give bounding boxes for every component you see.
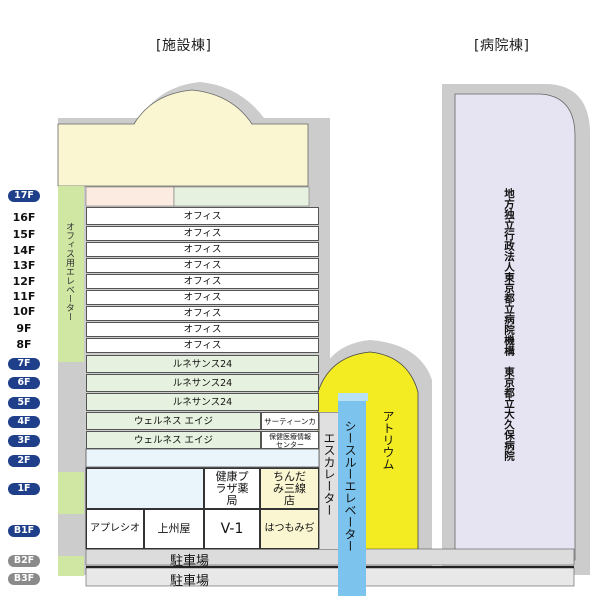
- facility-top: [57, 89, 309, 187]
- floor-6f-pill: 6F: [8, 377, 40, 389]
- floor-4f-pill: 4F: [8, 416, 40, 428]
- shop-joshuya[interactable]: 上州屋: [144, 509, 204, 549]
- wellness-4f[interactable]: ウェルネス エイジ: [86, 412, 261, 430]
- floor-11f-label: 11F: [12, 290, 36, 303]
- parking-b2-band: [85, 548, 575, 566]
- shop-1f-large: [86, 468, 204, 509]
- facility-building-header: [施設棟]: [156, 38, 212, 54]
- office-12f[interactable]: オフィス: [86, 274, 319, 289]
- shop-apuresio[interactable]: アプレシオ: [86, 509, 144, 549]
- office-elevator-shaft: [58, 186, 84, 362]
- see-through-elevator-label: シースルーエレベーター: [343, 420, 357, 552]
- floor-b2f-pill: B2F: [8, 555, 40, 567]
- renaissance-6f[interactable]: ルネサンス24: [86, 374, 319, 392]
- see-through-elevator-shaft: [338, 398, 366, 596]
- floor-14f-label: 14F: [12, 244, 36, 257]
- wellness-3f[interactable]: ウェルネス エイジ: [86, 431, 261, 449]
- floor-2f-strip: [85, 448, 320, 468]
- see-through-elevator-top: [338, 393, 368, 401]
- floor-5f-pill: 5F: [8, 397, 40, 409]
- office-15f[interactable]: オフィス: [86, 226, 319, 241]
- hospital-name-label: 地方独立行政法人東京都立病院機構 東京都立大久保病院: [503, 188, 515, 461]
- floor-15f-label: 15F: [12, 228, 36, 241]
- shop-chindami[interactable]: ちんだみ三線店: [260, 468, 319, 509]
- renaissance-5f[interactable]: ルネサンス24: [86, 393, 319, 411]
- shop-v1[interactable]: V-1: [204, 509, 260, 549]
- floor-17f-pill: 17F: [8, 190, 40, 202]
- floor-8f-label: 8F: [16, 338, 32, 351]
- hospital-building: [454, 93, 576, 561]
- floor-1f-pill: 1F: [8, 483, 40, 495]
- office-elevator-label: オフィス用エレベーター: [64, 222, 74, 321]
- floor-9f-label: 9F: [16, 322, 32, 335]
- office-16f[interactable]: オフィス: [86, 207, 319, 225]
- shop-hatsumomichi[interactable]: はつもみぢ: [260, 509, 319, 549]
- floor-17f-left: [85, 186, 175, 207]
- parking-b3-band: [85, 567, 575, 587]
- parking-b3-label: 駐車場: [170, 574, 210, 589]
- hospital-building-header: [病院棟]: [474, 38, 530, 54]
- shop-kenko-plaza[interactable]: 健康プラザ薬局: [204, 468, 260, 509]
- floor-16f-label: 16F: [12, 211, 36, 224]
- office-10f[interactable]: オフィス: [86, 306, 319, 321]
- floor-b3f-pill: B3F: [8, 573, 40, 585]
- atrium-label: アトリウム: [381, 410, 395, 470]
- floor-17f-right: [173, 186, 310, 207]
- floor-13f-label: 13F: [12, 259, 36, 272]
- floor-7f-pill: 7F: [8, 358, 40, 370]
- health-info-center-3f[interactable]: 保健医療情報センター: [261, 431, 319, 449]
- floor-10f-label: 10F: [12, 305, 36, 318]
- parking-b2-label: 駐車場: [170, 554, 210, 569]
- elevator-stub-b2: [58, 556, 84, 576]
- office-14f[interactable]: オフィス: [86, 242, 319, 257]
- elevator-stub-1f: [58, 472, 84, 514]
- floor-3f-pill: 3F: [8, 435, 40, 447]
- office-11f[interactable]: オフィス: [86, 290, 319, 305]
- escalator-label: エスカレーター: [322, 432, 336, 516]
- office-13f[interactable]: オフィス: [86, 258, 319, 273]
- renaissance-7f[interactable]: ルネサンス24: [86, 355, 319, 373]
- office-8f[interactable]: オフィス: [86, 338, 319, 353]
- floor-b1f-pill: B1F: [8, 525, 40, 537]
- cafe-4f[interactable]: サーティーンカフェ: [261, 412, 319, 443]
- floor-12f-label: 12F: [12, 275, 36, 288]
- floor-2f-pill: 2F: [8, 455, 40, 467]
- office-9f[interactable]: オフィス: [86, 322, 319, 337]
